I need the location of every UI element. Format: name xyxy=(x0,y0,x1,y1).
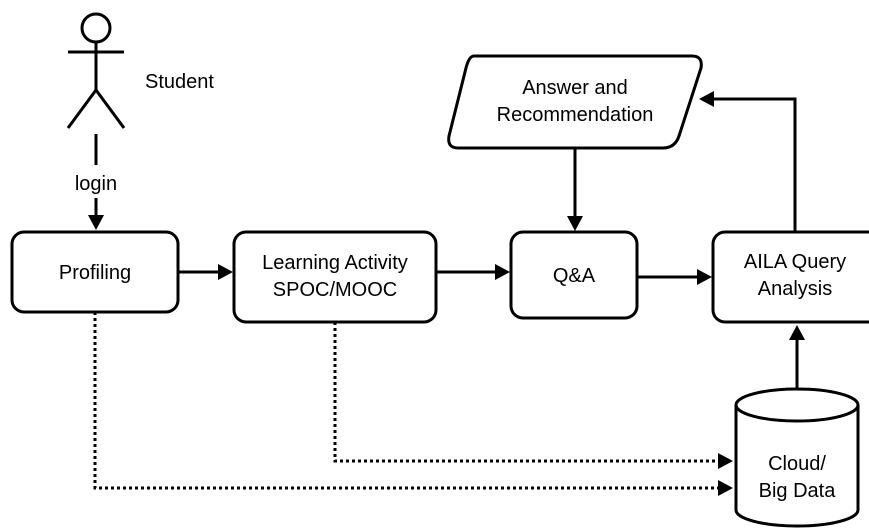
aila-query-box xyxy=(711,230,869,324)
cloud-big-data-cylinder xyxy=(734,387,860,528)
profiling-to-cloud-arrowhead xyxy=(718,480,733,496)
answer-label-line2: Recommendation xyxy=(497,104,654,126)
cloud-to-aila-arrowhead xyxy=(789,325,805,340)
login-arrowhead xyxy=(88,215,104,230)
answer-recommendation-box xyxy=(447,54,703,150)
learning-to-cloud-dotted-line xyxy=(333,322,718,463)
cloud-label-line1: Cloud/ xyxy=(768,453,826,475)
qa-to-aila-arrowhead xyxy=(697,269,712,285)
profiling-label: Profiling xyxy=(59,262,131,284)
answer-to-qa-arrowhead xyxy=(567,216,583,231)
learning-to-qa-arrowhead xyxy=(495,264,510,280)
aila-to-answer-line xyxy=(714,97,797,232)
aila-query-label-line2: Analysis xyxy=(758,278,832,300)
profiling-to-cloud-dotted-line xyxy=(93,312,718,490)
profiling-to-learning-arrowhead xyxy=(218,264,233,280)
learning-activity-box xyxy=(232,230,438,324)
qa-label: Q&A xyxy=(553,265,596,287)
login-label: login xyxy=(75,173,117,195)
student-label: Student xyxy=(145,71,214,93)
learning-to-cloud-arrowhead xyxy=(718,453,733,469)
aila-to-answer-arrowhead xyxy=(699,91,714,107)
student-actor-icon xyxy=(66,12,126,129)
learning-activity-label-line1: Learning Activity xyxy=(262,252,408,274)
learning-activity-label-line2: SPOC/MOOC xyxy=(273,279,397,301)
answer-label-line1: Answer and xyxy=(522,77,628,99)
cloud-label-line2: Big Data xyxy=(759,480,837,502)
aila-query-label-line1: AILA Query xyxy=(744,251,846,273)
qa-box xyxy=(509,230,639,320)
